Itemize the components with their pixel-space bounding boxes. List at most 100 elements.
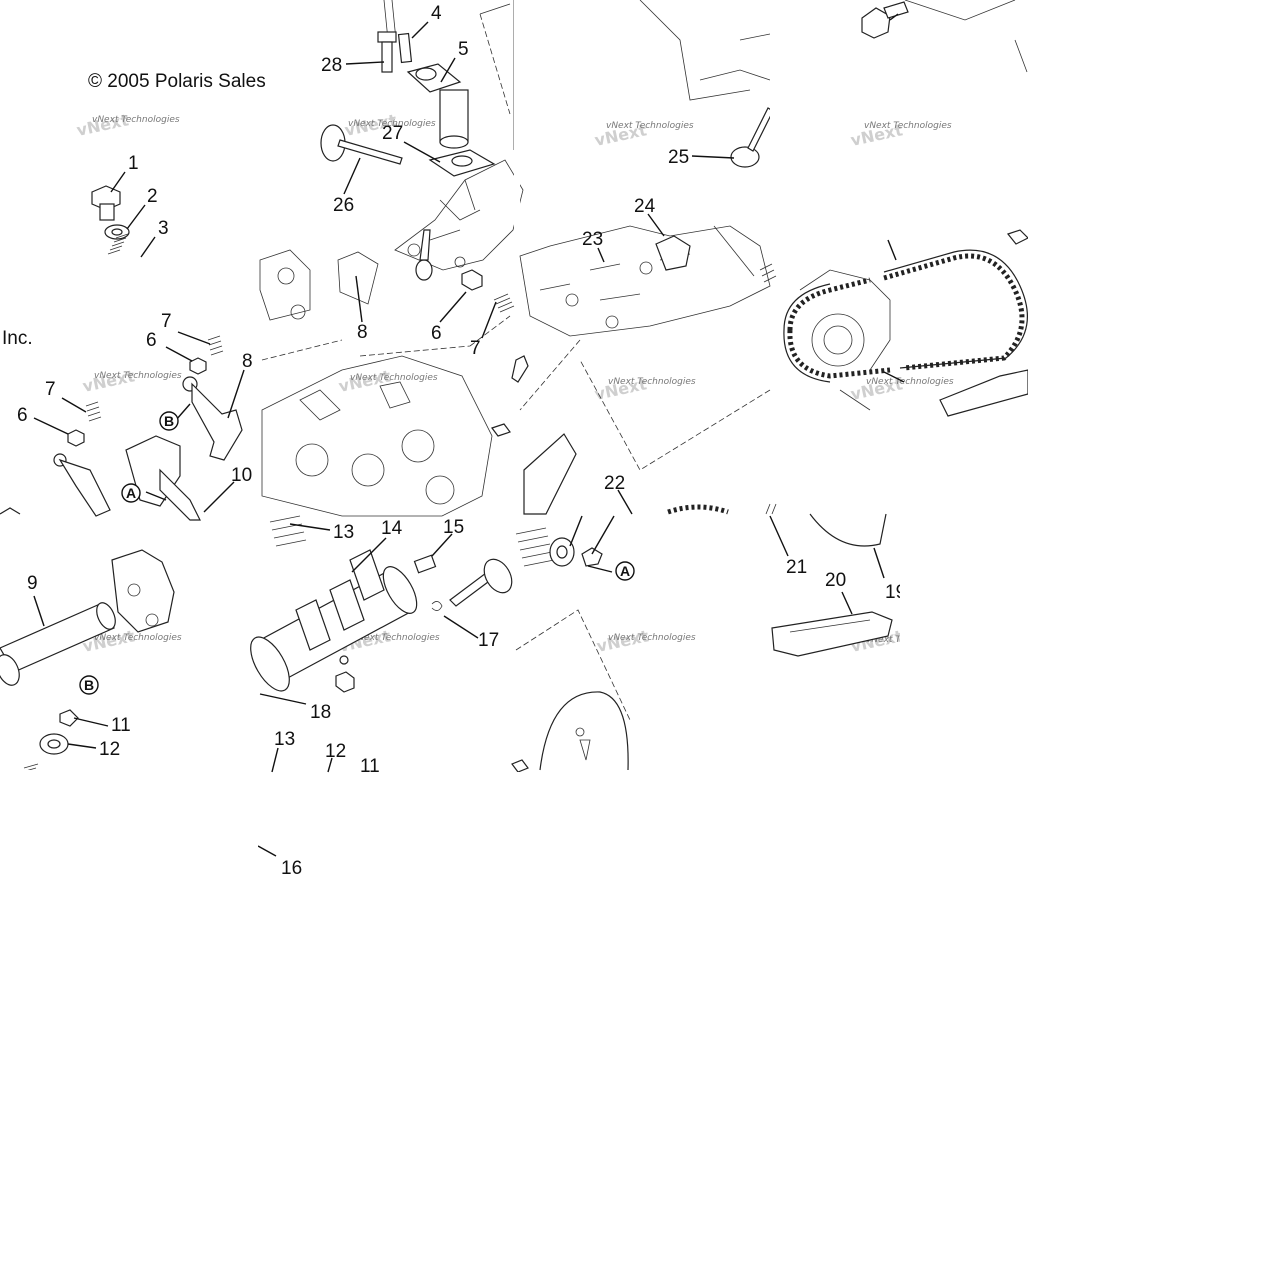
cylinder-head-part-8	[261, 315, 511, 517]
pin-part-15	[413, 554, 437, 574]
callout-28: 28	[321, 55, 342, 76]
watermark: vNext Technologies	[94, 633, 182, 643]
callout-25: 25	[668, 147, 689, 168]
nut-part-6-left	[67, 357, 207, 447]
gasket-part-27	[428, 149, 496, 177]
washer-part-12-left	[39, 733, 69, 755]
watermark: vNext Technologies	[94, 371, 182, 381]
valve-part-25	[730, 107, 774, 168]
watermark: vNext Technologies	[350, 373, 438, 383]
callout-2: 2	[147, 186, 158, 207]
callout-22: 22	[604, 473, 625, 494]
washer-hole	[111, 228, 123, 236]
copyright-tail-text: Inc.	[2, 328, 33, 349]
nut-part-6-upper	[461, 269, 483, 291]
callout-3: 3	[158, 218, 169, 239]
watermark: vNext Technologies	[606, 121, 694, 131]
callout-7: 7	[161, 311, 172, 332]
svg-text:B: B	[84, 677, 94, 693]
tensioner-part-5	[406, 63, 469, 149]
callout-8: 8	[357, 322, 368, 343]
callout-9: 9	[27, 573, 38, 594]
callout-labels: 1 2 3 4 5 6 6 6 7 7 7 8 8 9 10 11 11 12 …	[17, 3, 906, 879]
callout-12: 12	[325, 741, 346, 762]
pin-part	[491, 423, 511, 437]
stud-part-7-left2	[85, 401, 102, 422]
rocker-shaft-part-9	[0, 602, 116, 686]
dowel-part-4	[397, 32, 413, 64]
sprocket-part-19	[809, 513, 887, 547]
callout-11: 11	[360, 756, 380, 777]
rocker-arm-lower-left	[0, 435, 201, 521]
bolt-top-right	[861, 1, 909, 39]
pushrod-part	[511, 355, 529, 383]
callout-24: 24	[634, 196, 656, 217]
svg-text:A: A	[126, 485, 136, 501]
callout-13: 13	[333, 522, 354, 543]
spring-right	[759, 263, 777, 283]
stud-part-7-upper	[493, 293, 515, 313]
rocker-bracket	[111, 549, 175, 633]
stud-part-7-left	[207, 335, 224, 356]
callout-27: 27	[382, 123, 403, 144]
marker-B-2: B	[79, 675, 99, 695]
marker-A-2: A	[615, 561, 635, 581]
callout-26: 26	[333, 195, 354, 216]
callout-4: 4	[431, 3, 442, 24]
callout-17: 17	[478, 630, 499, 651]
valve-part-26	[320, 124, 403, 165]
camshaft-part-14	[250, 549, 418, 693]
watermark: vNext Technologies	[608, 633, 696, 643]
watermark: vNext Technologies	[608, 377, 696, 387]
callout-11: 11	[111, 715, 131, 736]
svg-text:A: A	[620, 563, 630, 579]
svg-text:B: B	[164, 413, 174, 429]
callout-21: 21	[786, 557, 807, 578]
cylinder-head-upper	[259, 159, 524, 321]
callout-13: 13	[274, 729, 295, 750]
watermark: vNext Technologies	[348, 119, 436, 129]
bolt-part-1	[91, 185, 121, 221]
spring-part-3	[107, 233, 129, 255]
watermark: vNext Technologies	[92, 115, 180, 125]
watermark: vNext Technologies	[866, 377, 954, 387]
callout-15: 15	[443, 517, 464, 538]
clip-part-11-left	[59, 709, 79, 727]
callout-20: 20	[825, 570, 846, 591]
timing-chain	[783, 249, 1028, 383]
sprocket-upper	[799, 269, 891, 411]
callout-16: 16	[281, 858, 302, 879]
leader-lines	[33, 13, 905, 857]
rocker-arm-part-8-left	[182, 376, 243, 461]
callout-7: 7	[45, 379, 56, 400]
marker-A-1: A	[121, 483, 141, 503]
bolt-part-28	[377, 31, 397, 73]
chain-guide-part-20	[771, 611, 893, 657]
cylinder-block-part-23	[519, 225, 771, 471]
rocker-part-upper	[415, 229, 433, 281]
watermark: vNext Technologies	[352, 633, 440, 643]
cam-sprocket-lower	[511, 609, 631, 773]
shaft-part-17	[431, 558, 513, 611]
rocker-cover-part-24	[655, 235, 691, 271]
callout-23: 23	[582, 229, 603, 250]
chain-lower-fragment	[667, 504, 729, 515]
callout-6: 6	[431, 323, 442, 344]
callout-6: 6	[146, 330, 157, 351]
callout-1: 1	[128, 153, 139, 174]
bolt-part-21	[765, 503, 777, 515]
spring-part-13	[269, 515, 307, 547]
spring-washer-group	[515, 527, 603, 567]
callout-5: 5	[458, 39, 469, 60]
callout-6: 6	[17, 405, 28, 426]
callout-8: 8	[242, 351, 253, 372]
chain-guide-part-22	[523, 433, 577, 515]
callout-12: 12	[99, 739, 120, 760]
callout-18: 18	[310, 702, 331, 723]
watermark: vNext Technologies	[864, 121, 952, 131]
copyright-text: © 2005 Polaris Sales	[88, 71, 266, 92]
bolt-chain-upper	[1006, 229, 1030, 245]
callout-7: 7	[470, 338, 481, 359]
